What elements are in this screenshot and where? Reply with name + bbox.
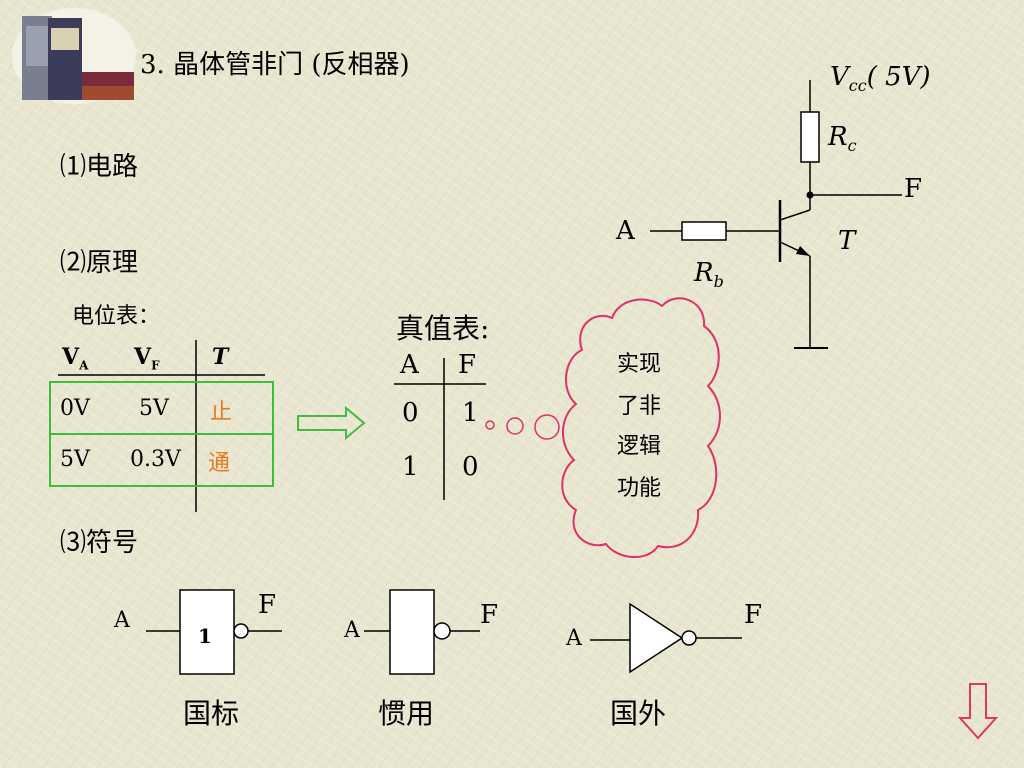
table-row-2-va: 5V — [60, 447, 90, 472]
symbol-gb-inner: 1 — [198, 624, 212, 648]
truth-row-2-a: 1 — [402, 452, 419, 482]
cloud-line-4: 功能 — [616, 476, 661, 501]
section-principle: ⑵原理 — [60, 248, 139, 278]
truth-row-2-f: 0 — [462, 452, 479, 482]
potential-table-label: 电位表： — [72, 304, 161, 329]
rb-label: Rb — [694, 258, 724, 292]
header-t: T — [212, 344, 229, 370]
symbol-gb-output: F — [258, 590, 277, 620]
cloud-line-2: 了非 — [616, 394, 661, 419]
table-row-2-t: 通 — [208, 451, 231, 476]
symbol-foreign-input: A — [566, 626, 582, 651]
page-title: 3. 晶体管非门 (反相器) — [140, 50, 410, 80]
table-row-1-vf: 5V — [139, 396, 169, 421]
section-symbol: ⑶符号 — [60, 528, 139, 558]
transistor-label: T — [838, 226, 856, 256]
vcc-label: Vcc( 5V) — [830, 62, 931, 96]
rc-label: Rc — [828, 122, 857, 156]
schematic-input-label: A — [616, 216, 635, 246]
truth-header-a: A — [400, 350, 419, 380]
symbol-common-input: A — [344, 618, 360, 643]
right-arrow-icon — [297, 405, 366, 441]
section-circuit: ⑴电路 — [60, 152, 139, 182]
down-arrow-icon[interactable] — [957, 682, 1000, 742]
truth-header-f: F — [458, 350, 477, 380]
header-vf: VF — [134, 344, 160, 373]
truth-table-label: 真值表: — [396, 312, 490, 345]
schematic-output-label: F — [904, 174, 923, 204]
truth-row-1-f: 1 — [462, 398, 479, 428]
header-va: VA — [62, 344, 89, 373]
symbol-foreign-output: F — [744, 600, 763, 630]
symbol-common-caption: 惯用 — [378, 697, 435, 730]
table-row-1-va: 0V — [60, 396, 90, 421]
table-row-2-vf: 0.3V — [130, 447, 181, 472]
cloud-line-1: 实现 — [616, 352, 661, 377]
symbol-foreign-caption: 国外 — [610, 697, 667, 730]
cloud-line-3: 逻辑 — [616, 434, 661, 459]
book-stack-icon — [8, 6, 140, 106]
symbol-gb-input: A — [114, 608, 130, 633]
truth-row-1-a: 0 — [402, 398, 419, 428]
table-row-1-t: 止 — [210, 400, 233, 425]
symbol-common-output: F — [480, 600, 499, 630]
symbol-gb-caption: 国标 — [183, 697, 240, 730]
